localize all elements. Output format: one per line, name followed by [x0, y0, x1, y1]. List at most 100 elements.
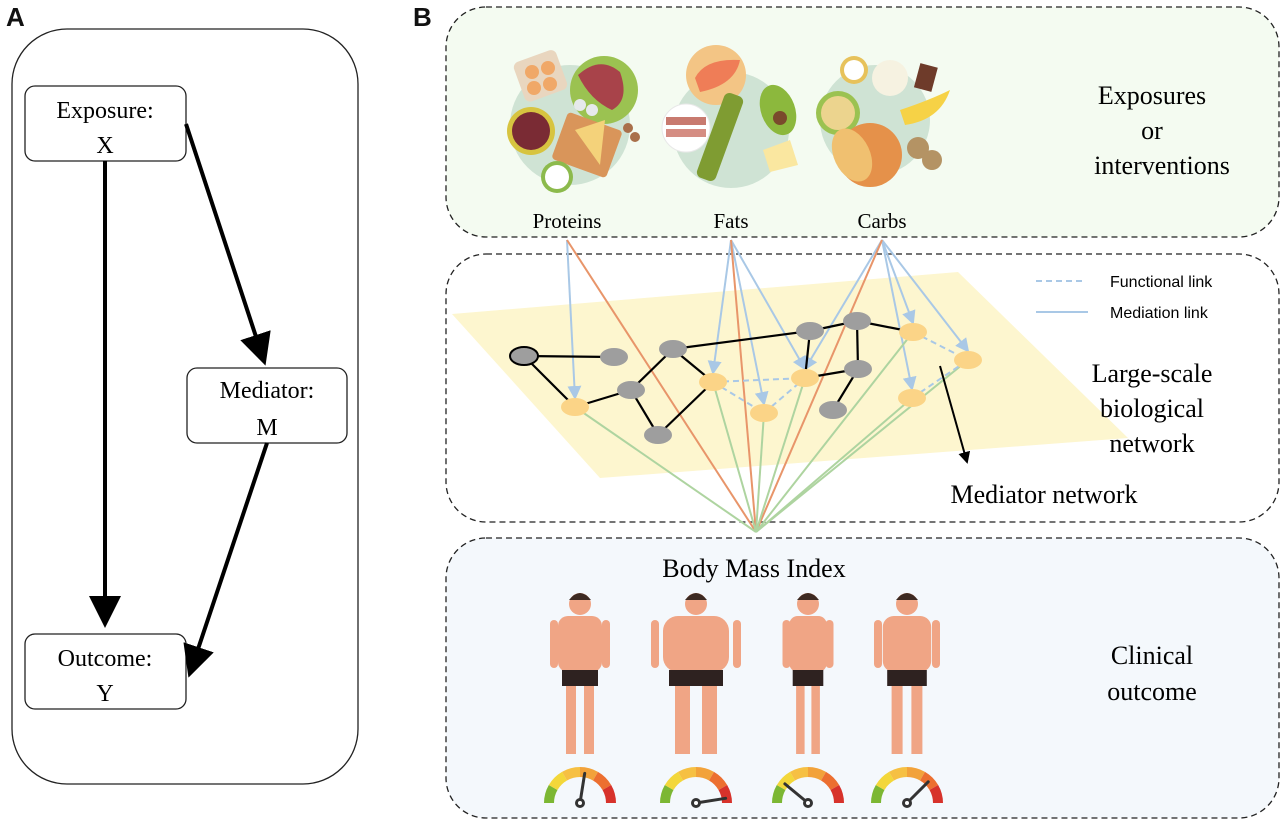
mediator-outcome-link	[755, 377, 806, 533]
bmi-label: Body Mass Index	[662, 554, 845, 583]
exposures-title-1: Exposures	[1098, 81, 1206, 110]
right-arm-icon	[825, 620, 834, 668]
right-arm-icon	[602, 620, 610, 668]
gauge-needle	[694, 796, 728, 805]
torso-icon	[663, 616, 729, 672]
gauge-segment	[871, 785, 885, 803]
gauge-segment	[562, 767, 580, 781]
gauge-segment	[929, 785, 943, 803]
panel-a-letter: A	[6, 2, 25, 32]
right-leg-icon	[911, 686, 923, 754]
gauge-segment	[907, 767, 925, 781]
interaction-edge	[657, 381, 714, 436]
mediator-outcome-link	[755, 397, 913, 533]
gauge-segment	[696, 767, 714, 781]
mediator-label: Mediator:	[220, 378, 315, 404]
mediator-node	[750, 404, 778, 422]
outcome-title-2: outcome	[1107, 677, 1197, 706]
mediator-node	[561, 398, 589, 416]
shorts-icon	[669, 670, 723, 686]
gauge-hub-center	[578, 801, 582, 805]
carb-foods-icon	[816, 56, 950, 187]
gauge-hub-center	[694, 801, 698, 805]
direct-effect-link	[730, 239, 757, 533]
left-arm-icon	[550, 620, 558, 668]
mediation-link	[730, 239, 769, 406]
torso-icon	[558, 616, 602, 672]
gauge-segment	[889, 767, 907, 781]
hair-icon	[569, 593, 591, 600]
left-leg-icon	[891, 686, 903, 754]
biological-node	[659, 340, 687, 358]
mediator-node	[699, 373, 727, 391]
panel-b-letter: B	[413, 2, 432, 32]
exposures-title-3: interventions	[1094, 151, 1230, 180]
gauge-segment	[660, 785, 674, 803]
direct-effect-link	[566, 239, 757, 533]
shorts-icon	[562, 670, 598, 686]
mediator-outcome-link	[755, 359, 969, 533]
legend-mediation-label: Mediation link	[1110, 305, 1209, 322]
gauge-hub-center	[905, 801, 909, 805]
outcome-var: Y	[96, 681, 113, 707]
biological-node	[600, 348, 628, 366]
right-leg-icon	[584, 686, 594, 754]
right-arm-icon	[932, 620, 940, 668]
node-exposure: Exposure: X	[24, 85, 187, 162]
fat-foods-icon	[661, 45, 798, 188]
interaction-edge	[523, 354, 615, 359]
gauge-segment	[678, 767, 696, 781]
left-leg-icon	[566, 686, 576, 754]
link-layer	[566, 239, 970, 533]
exposures-panel: Proteins Fats Carbs Exposures or interve…	[445, 6, 1280, 238]
biological-node	[796, 322, 824, 340]
shorts-icon	[887, 670, 927, 686]
fats-label: Fats	[713, 209, 748, 233]
figure-average-man	[871, 593, 943, 808]
hair-icon	[896, 593, 918, 600]
left-leg-icon	[796, 686, 805, 754]
mediator-node	[899, 323, 927, 341]
mediation-link	[566, 239, 582, 400]
direct-effect-link	[755, 239, 883, 533]
torso-icon	[789, 616, 827, 672]
figure-muscular-man	[544, 593, 616, 808]
biological-node	[509, 346, 539, 366]
gauge-segment	[602, 785, 616, 803]
interaction-edge	[523, 355, 576, 408]
gauge-hub-center	[806, 801, 810, 805]
exposure-label: Exposure:	[56, 98, 153, 124]
gauge-segment	[821, 771, 840, 790]
hair-icon	[685, 593, 707, 600]
figure-slim-man	[772, 593, 844, 808]
mediator-var: M	[256, 415, 277, 441]
biological-node	[617, 381, 645, 399]
outcome-label: Outcome:	[58, 646, 153, 672]
legend-functional-label: Functional link	[1110, 274, 1213, 291]
gauge-segment	[709, 771, 728, 790]
panel-a: Exposure: X Mediator: M Outcome: Y	[11, 28, 359, 785]
biological-node	[819, 401, 847, 419]
network-legend: Functional link Mediation link	[1036, 274, 1213, 322]
gauge-segment	[772, 785, 786, 803]
panel-a-frame	[11, 28, 359, 785]
right-arm-icon	[733, 620, 741, 668]
gauge-segment	[593, 771, 612, 790]
node-mediator: Mediator: M	[186, 367, 348, 444]
gauge-segment	[875, 771, 894, 790]
gauge-needle	[578, 771, 587, 805]
outcome-frame	[445, 537, 1280, 819]
outcome-title-1: Clinical	[1111, 641, 1193, 670]
right-leg-icon	[811, 686, 820, 754]
left-arm-icon	[782, 620, 791, 668]
mediation-link	[707, 239, 732, 375]
gauge-segment	[790, 767, 808, 781]
node-outcome: Outcome: Y	[24, 633, 187, 710]
figure-obese-man	[651, 593, 741, 808]
network-title-1: Large-scale	[1092, 359, 1213, 388]
mediation-link	[881, 239, 917, 391]
exposure-var: X	[96, 133, 113, 159]
biological-node	[843, 312, 871, 330]
arrow-mediator-to-outcome	[183, 442, 269, 678]
